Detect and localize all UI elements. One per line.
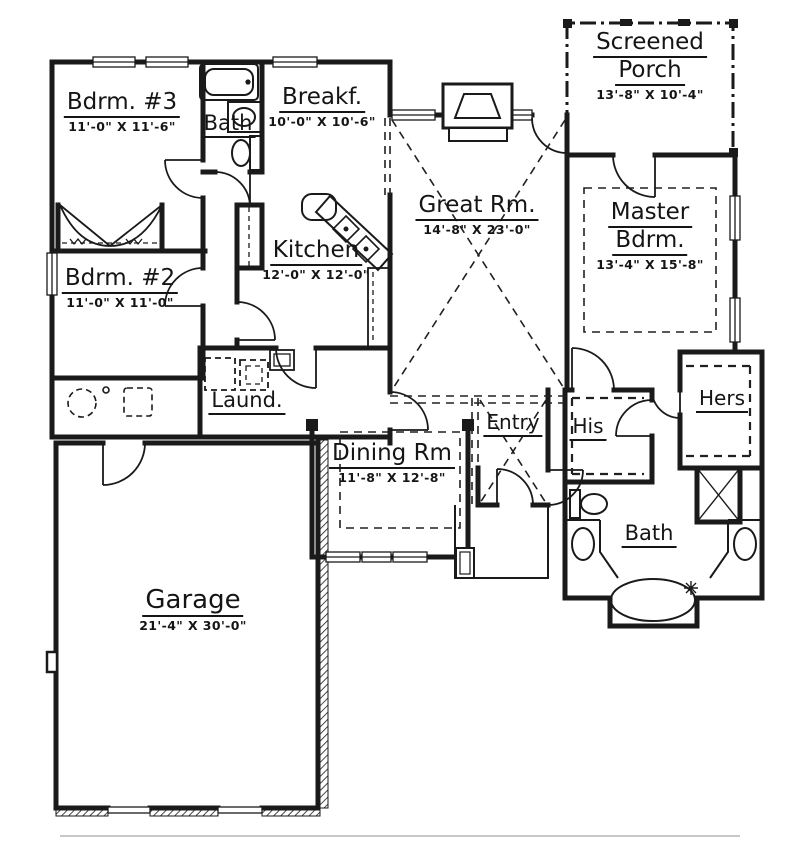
front-stoop <box>454 505 549 579</box>
room-name: His <box>569 415 607 441</box>
door-laundry-top <box>275 347 317 389</box>
room-name: Screened <box>593 30 707 58</box>
bath1-sink <box>227 101 263 133</box>
room-name: Bdrm. #3 <box>63 90 181 118</box>
entry-ceiling-x <box>479 399 547 504</box>
room-label-kitchen: Kitchen 12'-0" X 12'-0" <box>262 238 370 281</box>
room-name: Master <box>607 200 693 228</box>
kitchen-sink <box>331 214 381 264</box>
room-dims: 12'-0" X 12'-0" <box>262 266 370 282</box>
room-dims: 13'-4" X 15'-8" <box>596 256 704 272</box>
door-bath1 <box>214 171 251 208</box>
room-name: Entry <box>483 411 543 437</box>
room-name: Laund. <box>208 389 286 415</box>
doors <box>59 117 681 506</box>
room-label-great: Great Rm. 14'-8" X 23'-0" <box>415 193 539 237</box>
room-label-master: Master Bdrm. 13'-4" X 15'-8" <box>596 200 704 271</box>
porch-screen-walls <box>563 19 738 157</box>
room-dims: 10'-0" X 10'-6" <box>268 113 376 129</box>
window <box>272 56 318 68</box>
room-dims: 14'-8" X 23'-0" <box>423 221 531 237</box>
room-label-dining: Dining Rm 11'-8" X 12'-8" <box>329 441 455 484</box>
room-label-his: His <box>569 415 607 441</box>
door-bdrm3 <box>164 159 204 199</box>
dining-ceiling-treatment <box>339 431 461 529</box>
room-label-breakf: Breakf. 10'-0" X 10'-6" <box>268 85 376 128</box>
door-greatrm-porch <box>531 117 568 154</box>
door-master <box>571 347 615 391</box>
bath1-toilet <box>231 135 262 171</box>
window <box>511 109 533 121</box>
room-name: Hers <box>696 387 748 413</box>
bath2-vanity-left <box>565 519 619 579</box>
room-dims: 21'-4" X 30'-0" <box>139 618 247 634</box>
room-name: Bath <box>621 522 677 548</box>
bath2-toilet <box>569 489 608 519</box>
door-his-closet <box>615 399 653 437</box>
door-laundry-side <box>389 391 429 431</box>
window <box>391 109 436 121</box>
closet-double-doors <box>59 204 163 247</box>
room-name: Kitchen <box>269 238 363 266</box>
room-label-bath2: Bath <box>621 522 677 548</box>
door-bath-corridor <box>547 469 584 506</box>
room-dims: 13'-8" X 10'-4" <box>596 86 704 102</box>
room-label-entry: Entry <box>483 411 543 437</box>
room-name: Bdrm. #2 <box>61 266 179 294</box>
room-name: Bath <box>200 112 256 138</box>
ceiling-dashes <box>339 118 752 529</box>
utility-equipment <box>67 386 153 418</box>
garage-doors <box>45 650 263 814</box>
room-label-bdrm3: Bdrm. #3 11'-0" X 11'-6" <box>63 90 181 134</box>
door-garage <box>102 442 146 486</box>
breakf-greatrm-divider <box>384 118 391 195</box>
greatrm-vault-x <box>391 119 566 391</box>
window <box>392 551 428 563</box>
door-hall-kitchen <box>236 301 276 341</box>
door-corridor-master <box>651 389 681 419</box>
shower-x <box>696 467 741 523</box>
room-label-laund: Laund. <box>208 389 286 415</box>
fireplace <box>441 82 514 142</box>
room-name: Bdrm. <box>612 227 688 256</box>
room-label-garage: Garage 21'-4" X 30'-0" <box>139 586 247 633</box>
entry-dash-wall <box>471 398 479 505</box>
window <box>729 195 741 241</box>
washer-dryer <box>204 349 295 391</box>
room-dims: 11'-0" X 11'-6" <box>68 118 176 134</box>
window <box>92 56 136 68</box>
room-dims: 11'-8" X 12'-8" <box>338 469 446 485</box>
window <box>46 252 58 296</box>
window <box>729 297 741 343</box>
garden-tub <box>610 578 696 622</box>
kitchen-counter <box>248 193 394 349</box>
bathtub <box>199 63 259 101</box>
room-label-bdrm2: Bdrm. #2 11'-0" X 11'-0" <box>61 266 179 310</box>
window <box>361 551 392 563</box>
fixtures <box>67 63 762 622</box>
room-label-bath1: Bath <box>200 112 256 138</box>
his-shelves <box>570 396 644 476</box>
window <box>325 551 361 563</box>
room-label-porch: Screened Porch 13'-8" X 10'-4" <box>593 30 707 101</box>
room-name: Garage <box>142 586 244 618</box>
room-label-hers: Hers <box>696 387 748 413</box>
master-ceiling-treatment <box>583 187 717 333</box>
tub-sparkle <box>684 581 698 595</box>
room-dims: 11'-0" X 11'-0" <box>66 294 174 310</box>
dining-columns <box>306 419 474 431</box>
window <box>145 56 189 68</box>
bath2-vanity-right <box>709 519 762 579</box>
hers-shelves <box>686 364 752 458</box>
room-name: Dining Rm <box>329 441 455 469</box>
door-bdrm2 <box>164 267 204 307</box>
windows <box>46 56 741 563</box>
room-name: Porch <box>615 57 685 86</box>
door-porch-master <box>612 154 656 198</box>
closet-hangers <box>69 237 143 246</box>
room-name: Great Rm. <box>415 193 539 221</box>
room-name: Breakf. <box>278 85 366 113</box>
